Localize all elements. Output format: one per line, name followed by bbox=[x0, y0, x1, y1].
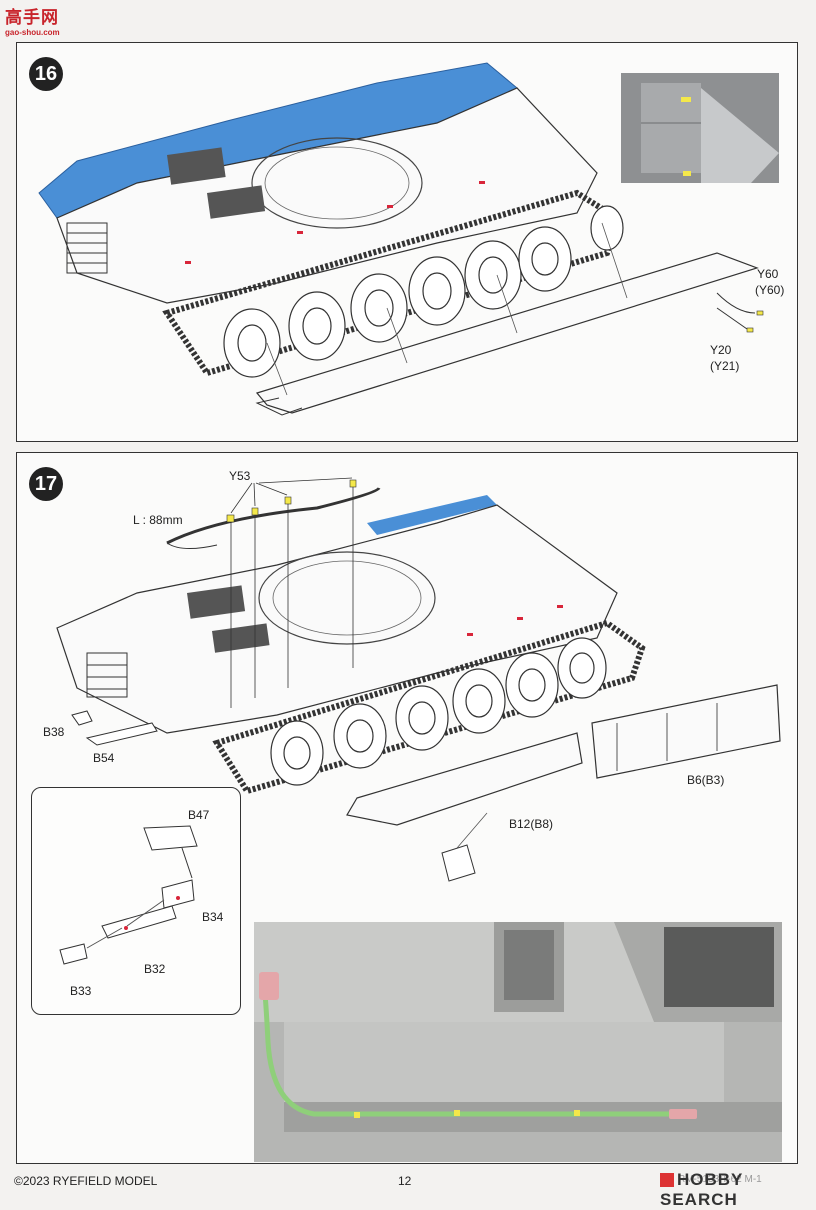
label-b33: B33 bbox=[70, 984, 92, 998]
step-16-tank-hull-illustration bbox=[38, 62, 764, 416]
site-watermark-name: 高手网 bbox=[5, 8, 59, 28]
step-16-panel: 16 bbox=[16, 42, 798, 442]
label-b12: B12(B8) bbox=[509, 817, 554, 831]
label-y20: Y20 bbox=[710, 343, 732, 357]
step-17-tank-hull-illustration bbox=[56, 477, 781, 882]
footer-copyright: ©2023 RYEFIELD MODEL bbox=[14, 1174, 158, 1188]
hobby-search-logo: HOBBY SEARCH bbox=[660, 1170, 816, 1210]
label-cable-length-prefix: L : bbox=[133, 513, 146, 527]
label-b6: B6(B3) bbox=[687, 773, 725, 787]
label-b32: B32 bbox=[144, 962, 166, 976]
label-b38: B38 bbox=[43, 725, 65, 739]
label-y53: Y53 bbox=[229, 469, 251, 483]
footer-model-name: RM-5133 T-62 M-1 bbox=[678, 1174, 762, 1185]
label-y60-alt: (Y60) bbox=[755, 283, 785, 297]
label-cable-length: L : 88mm bbox=[133, 513, 183, 527]
footer-page-number: 12 bbox=[398, 1174, 412, 1188]
site-watermark-url: gao-shou.com bbox=[5, 28, 60, 37]
step-16-detail-photo bbox=[621, 73, 779, 183]
hobby-search-mark-icon bbox=[660, 1173, 674, 1187]
label-y20-alt: (Y21) bbox=[710, 359, 740, 373]
label-cable-length-value: 88 bbox=[149, 513, 163, 527]
step-17-number: 17 bbox=[29, 467, 63, 501]
site-watermark-logo: 高手网 gao-shou.com bbox=[5, 3, 71, 37]
step-16-number: 16 bbox=[29, 57, 63, 91]
label-b47: B47 bbox=[188, 808, 210, 822]
label-b34: B34 bbox=[202, 910, 224, 924]
sub-assembly-inset: B47 B34 B32 B33 bbox=[31, 787, 241, 1015]
label-y60: Y60 bbox=[757, 267, 779, 281]
step-17-reference-photo bbox=[254, 922, 782, 1162]
label-cable-length-unit: mm bbox=[162, 513, 183, 527]
label-b54: B54 bbox=[93, 751, 115, 765]
